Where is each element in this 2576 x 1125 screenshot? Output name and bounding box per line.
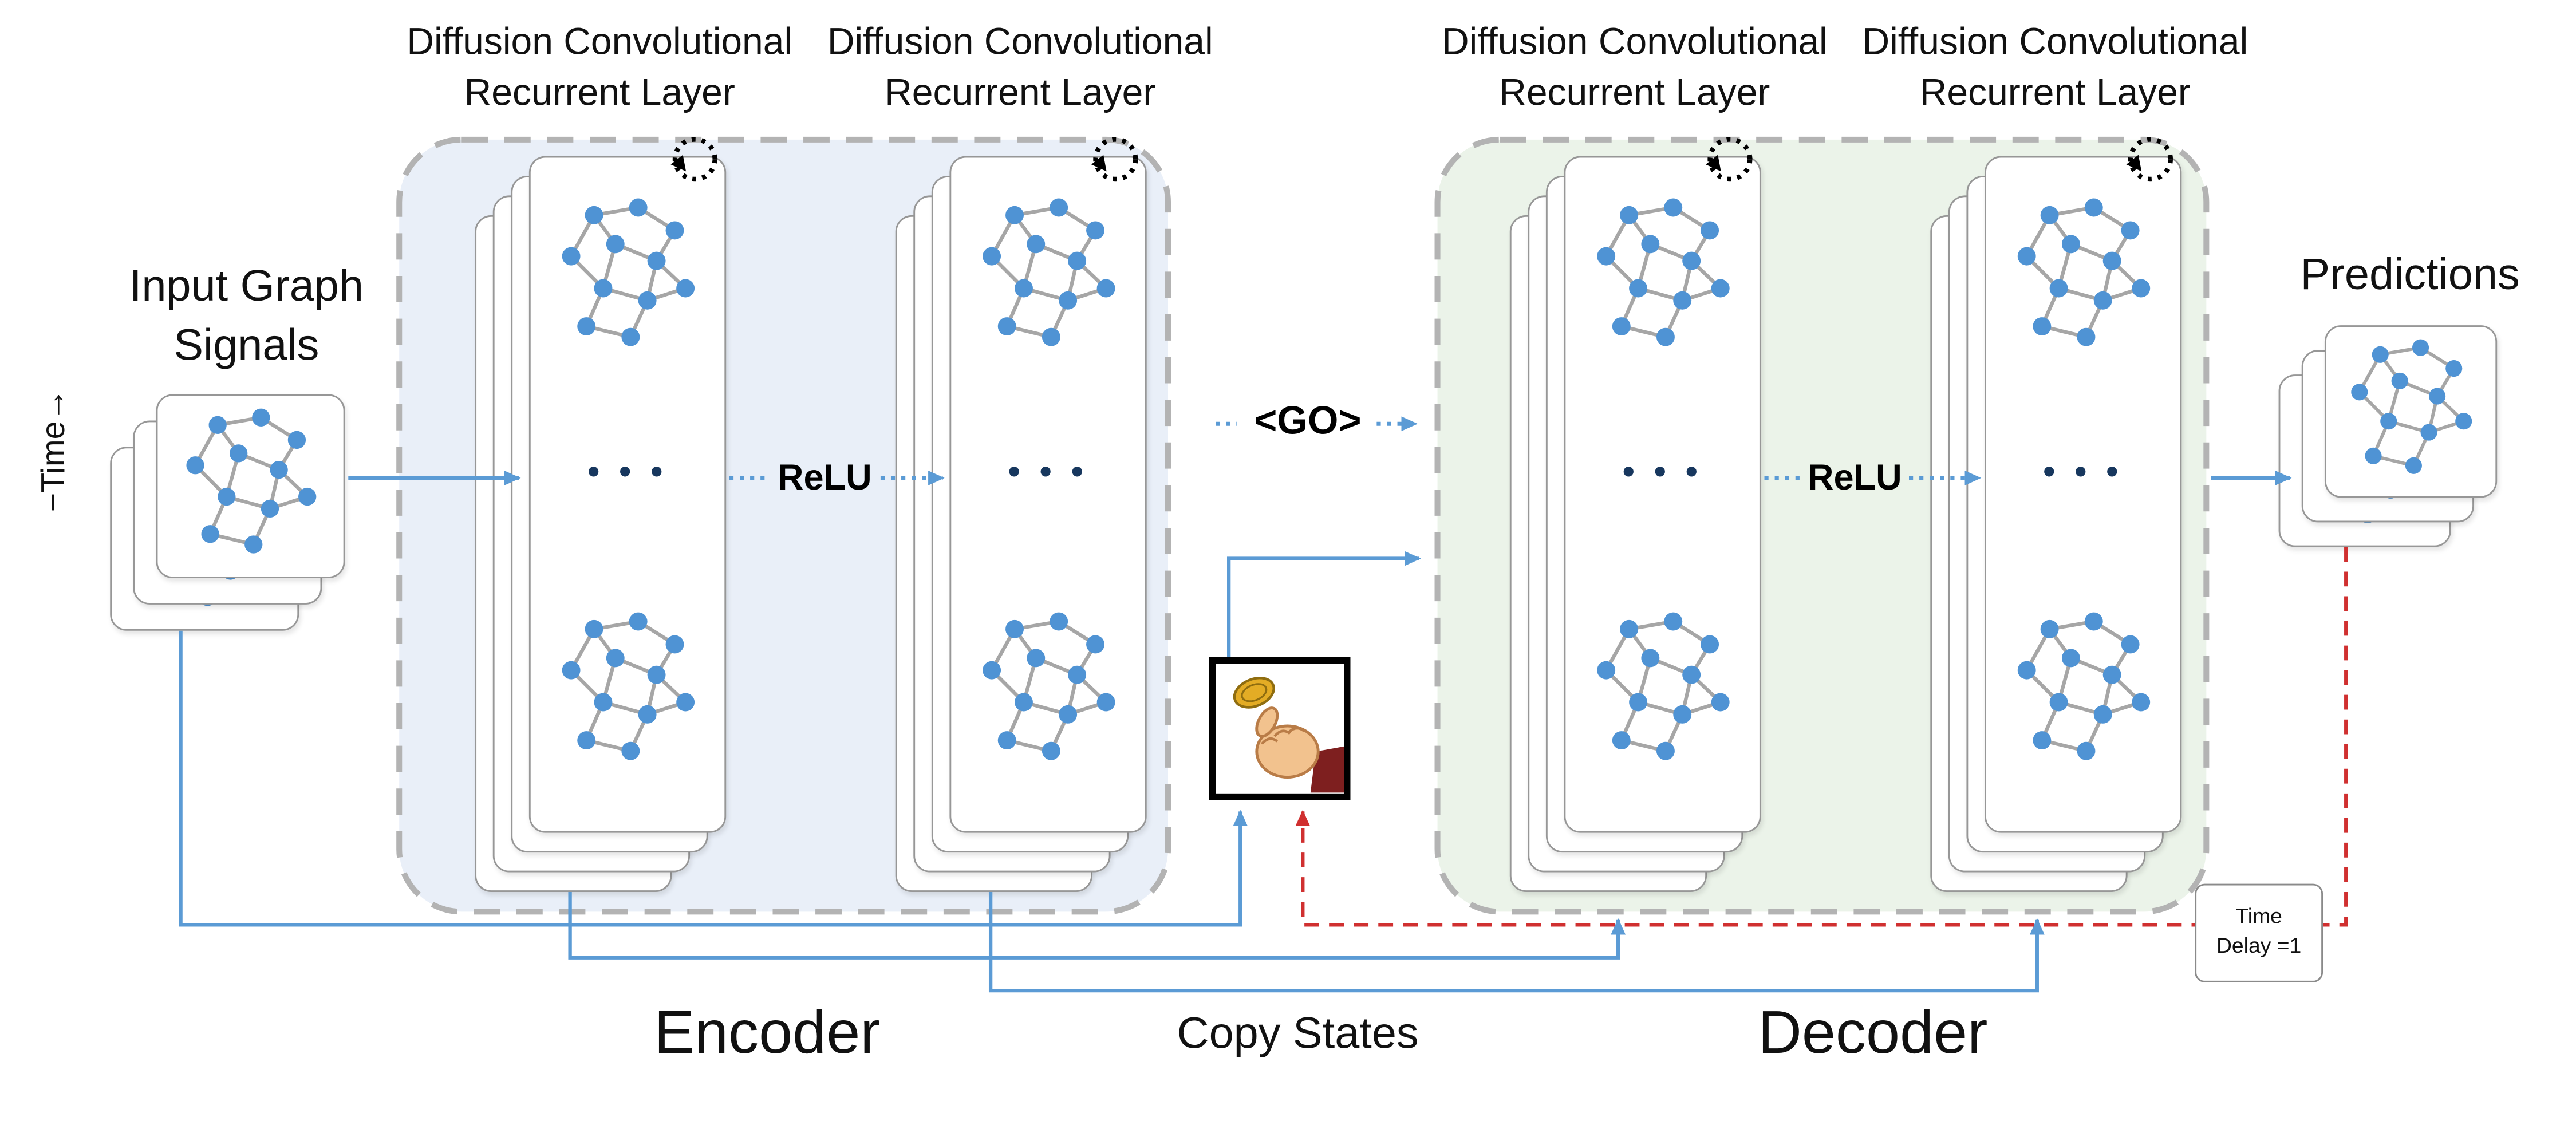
hidden-units-ellipsis: • • • — [1622, 453, 1703, 491]
layer-card-front: • • • — [528, 156, 727, 833]
recurrence-loop-icon — [662, 130, 724, 192]
input-label-line2: Signals — [173, 320, 319, 370]
graph-icon — [1579, 595, 1746, 789]
decoder-layer1-title: Diffusion Convolutional Recurrent Layer — [1429, 17, 1840, 119]
graph-icon — [1999, 181, 2167, 375]
graph-icon — [1579, 181, 1746, 375]
recurrence-loop-icon — [1697, 130, 1760, 192]
decoder-layer-2: • • • — [1930, 156, 2182, 895]
graph-icon — [544, 595, 712, 789]
hidden-units-ellipsis: • • • — [2043, 453, 2124, 491]
predictions-stack — [2278, 325, 2500, 547]
encoder-section-label: Encoder — [654, 998, 881, 1067]
graph-icon — [2334, 335, 2487, 488]
decoder-section-label: Decoder — [1758, 998, 1988, 1067]
hidden-units-ellipsis: • • • — [1008, 453, 1088, 491]
predictions-label: Predictions — [2300, 250, 2520, 299]
coin-flip-box — [1209, 657, 1351, 800]
title-line: Diffusion Convolutional — [1862, 19, 2248, 63]
copy-states-label: Copy States — [1177, 1008, 1419, 1058]
layer-card-front: • • • — [1984, 156, 2182, 833]
coin-flip-icon — [1233, 677, 1344, 793]
encoder-relu-label: ReLU — [777, 456, 872, 498]
title-line: Diffusion Convolutional — [407, 19, 793, 63]
title-line: Recurrent Layer — [464, 70, 735, 113]
title-line: Recurrent Layer — [1919, 70, 2191, 113]
graph-icon — [166, 404, 336, 569]
encoder-layer2-title: Diffusion Convolutional Recurrent Layer — [815, 17, 1225, 119]
input-card-front — [156, 394, 345, 578]
decoder-relu-label: ReLU — [1807, 456, 1902, 498]
graph-icon — [964, 181, 1132, 375]
input-label-line1: Input Graph — [129, 261, 364, 311]
time-axis-label: −Time→ — [36, 388, 73, 512]
feedback-arrow — [1295, 547, 2348, 927]
title-line: Diffusion Convolutional — [827, 19, 1213, 63]
title-line: Diffusion Convolutional — [1441, 19, 1828, 63]
decoder-layer-1: • • • — [1509, 156, 1761, 895]
input-label: Input Graph Signals — [90, 256, 403, 375]
title-line: Recurrent Layer — [1499, 70, 1770, 113]
time-delay-line1: Time — [2235, 903, 2282, 929]
graph-icon — [964, 595, 1132, 789]
layer-card-front: • • • — [949, 156, 1147, 833]
recurrence-loop-icon — [2117, 130, 2180, 192]
encoder-layer-2: • • • — [895, 156, 1147, 895]
encoder-layer1-title: Diffusion Convolutional Recurrent Layer — [395, 17, 805, 119]
graph-icon — [1999, 595, 2167, 789]
decoder-layer2-title: Diffusion Convolutional Recurrent Layer — [1850, 17, 2261, 119]
title-line: Recurrent Layer — [885, 70, 1156, 113]
time-delay-box: Time Delay =1 — [2195, 883, 2323, 982]
input-graph-stack — [110, 394, 348, 641]
go-token-label: <GO> — [1254, 399, 1362, 444]
layer-card-front: • • • — [1564, 156, 1761, 833]
hidden-units-ellipsis: • • • — [587, 453, 668, 491]
time-delay-line2: Delay =1 — [2216, 933, 2302, 958]
recurrence-loop-icon — [1083, 130, 1145, 192]
prediction-card-front — [2324, 325, 2498, 498]
graph-icon — [544, 181, 712, 375]
encoder-layer-1: • • • — [475, 156, 727, 895]
